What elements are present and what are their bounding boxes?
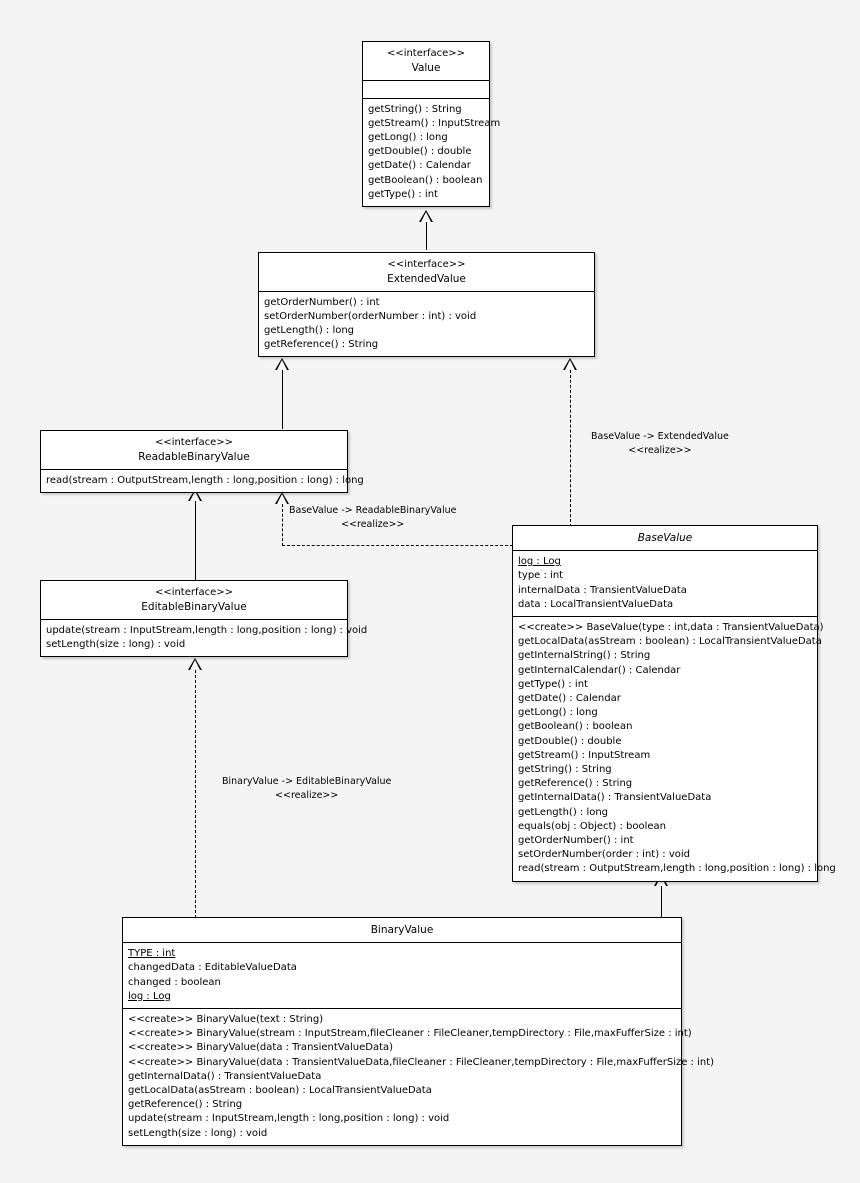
- edge-line-vertical: [282, 504, 283, 546]
- class-box-editablebinaryvalue[interactable]: <<interface>> EditableBinaryValue update…: [40, 580, 368, 658]
- attribute-item: changed : boolean: [128, 976, 221, 988]
- method-item: setOrderNumber(orderNumber : int) : void: [264, 310, 477, 322]
- method-item: setLength(size : long) : void: [128, 1127, 268, 1139]
- class-name: BaseValue: [637, 532, 693, 544]
- edge-line: [426, 222, 427, 250]
- edge-line: [661, 886, 662, 919]
- class-box-readablebinaryvalue[interactable]: <<interface>> ReadableBinaryValue read(s…: [40, 430, 364, 493]
- method-item: getOrderNumber() : int: [518, 835, 634, 847]
- method-item: getBoolean() : boolean: [518, 721, 633, 733]
- method-item: update(stream : InputStream,length : lon…: [46, 624, 368, 636]
- method-item: getDate() : Calendar: [518, 693, 621, 704]
- method-item: <<create>> BaseValue(type : int,data : T…: [518, 621, 824, 633]
- methods-compartment-readablebinaryvalue: read(stream : OutputStream,length : long…: [41, 468, 364, 492]
- method-item: getInternalData() : TransientValueData: [518, 792, 712, 804]
- method-item: getDouble() : double: [368, 146, 472, 158]
- class-stereotype: <<interface>>: [386, 48, 466, 59]
- method-item: getLocalData(asStream : boolean) : Local…: [518, 636, 822, 648]
- method-item: getLength() : long: [518, 806, 609, 818]
- method-item: getLocalData(asStream : boolean) : Local…: [128, 1085, 432, 1096]
- method-item: getDouble() : double: [518, 735, 622, 747]
- edge-line: [195, 670, 196, 918]
- method-item: getInternalData() : TransientValueData: [128, 1070, 322, 1082]
- class-name: Value: [411, 61, 441, 74]
- class-header-binaryvalue: BinaryValue: [123, 918, 681, 942]
- methods-compartment-basevalue: <<create>> BaseValue(type : int,data : T…: [513, 615, 836, 881]
- method-item: setOrderNumber(order : int) : void: [518, 849, 690, 861]
- edge-label-basevalue-to-extendedvalue: BaseValue -> ExtendedValue <<realize>>: [591, 431, 729, 456]
- methods-compartment-extendedvalue: getOrderNumber() : int setOrderNumber(or…: [259, 290, 594, 357]
- method-item: getType() : int: [368, 188, 438, 200]
- attribute-item: data : LocalTransientValueData: [518, 598, 674, 610]
- method-item: getBoolean() : boolean: [368, 174, 483, 186]
- class-name: EditableBinaryValue: [141, 600, 247, 613]
- method-item: getInternalCalendar() : Calendar: [518, 664, 681, 676]
- method-item: getReference() : String: [264, 339, 379, 351]
- method-item: setLength(size : long) : void: [46, 638, 186, 650]
- edge-label-basevalue-to-readablebinaryvalue: BaseValue -> ReadableBinaryValue <<reali…: [289, 505, 457, 530]
- attribute-item: log : Log: [518, 556, 561, 568]
- method-item: equals(obj : Object) : boolean: [518, 820, 667, 832]
- edge-line: [195, 501, 196, 580]
- method-item: getString() : String: [518, 764, 612, 776]
- edge-label-binaryvalue-to-editablebinaryvalue: BinaryValue -> EditableBinaryValue <<rea…: [222, 776, 392, 801]
- method-item: read(stream : OutputStream,length : long…: [518, 863, 836, 875]
- method-item: getDate() : Calendar: [368, 160, 471, 172]
- method-item: <<create>> BinaryValue(data : TransientV…: [128, 1042, 394, 1054]
- attribute-item: TYPE : int: [128, 948, 176, 960]
- class-name: ReadableBinaryValue: [138, 450, 250, 463]
- class-box-basevalue[interactable]: BaseValue log : Log type : int internalD…: [512, 525, 836, 882]
- attributes-compartment-value: [363, 79, 489, 98]
- class-stereotype: <<interface>>: [154, 587, 234, 598]
- attributes-compartment-binaryvalue: TYPE : int changedData : EditableValueDa…: [123, 942, 681, 1008]
- method-item: getLong() : long: [368, 132, 448, 144]
- method-item: getInternalString() : String: [518, 650, 651, 662]
- attribute-item: type : int: [518, 570, 564, 582]
- method-item: getReference() : String: [128, 1099, 243, 1111]
- edge-line: [282, 370, 283, 429]
- class-name: ExtendedValue: [387, 272, 466, 285]
- method-item: read(stream : OutputStream,length : long…: [46, 474, 364, 486]
- attribute-item: internalData : TransientValueData: [518, 584, 687, 596]
- method-item: getStream() : InputStream: [368, 117, 501, 129]
- method-item: getLong() : long: [518, 707, 598, 719]
- methods-compartment-binaryvalue: <<create>> BinaryValue(text : String) <<…: [123, 1007, 715, 1145]
- method-item: getString() : String: [368, 103, 462, 115]
- class-header-extendedvalue: <<interface>> ExtendedValue: [259, 253, 594, 291]
- method-item: getLength() : long: [264, 325, 355, 337]
- methods-compartment-editablebinaryvalue: update(stream : InputStream,length : lon…: [41, 618, 368, 656]
- methods-compartment-value: getString() : String getStream() : Input…: [363, 97, 501, 206]
- class-stereotype: <<interface>>: [154, 437, 234, 448]
- class-header-readablebinaryvalue: <<interface>> ReadableBinaryValue: [41, 431, 347, 469]
- class-stereotype: <<interface>>: [387, 259, 466, 270]
- method-item: getType() : int: [518, 678, 588, 690]
- method-item: getReference() : String: [518, 778, 633, 790]
- method-item: getStream() : InputStream: [518, 749, 651, 761]
- method-item: update(stream : InputStream,length : lon…: [128, 1113, 450, 1125]
- class-header-value: <<interface>> Value: [363, 42, 489, 80]
- method-item: <<create>> BinaryValue(data : TransientV…: [128, 1056, 715, 1068]
- class-box-extendedvalue[interactable]: <<interface>> ExtendedValue getOrderNumb…: [258, 252, 595, 358]
- class-box-value[interactable]: <<interface>> Value getString() : String…: [362, 41, 501, 208]
- method-item: <<create>> BinaryValue(text : String): [128, 1013, 324, 1025]
- method-item: getOrderNumber() : int: [264, 296, 380, 308]
- attributes-compartment-basevalue: log : Log type : int internalData : Tran…: [513, 550, 817, 616]
- method-item: <<create>> BinaryValue(stream : InputStr…: [128, 1028, 692, 1040]
- class-header-editablebinaryvalue: <<interface>> EditableBinaryValue: [41, 581, 347, 619]
- attribute-item: log : Log: [128, 990, 171, 1002]
- class-name: BinaryValue: [370, 924, 434, 936]
- attribute-item: changedData : EditableValueData: [128, 962, 297, 974]
- edge-line: [570, 370, 571, 527]
- edge-line-horizontal: [282, 545, 513, 546]
- class-header-basevalue: BaseValue: [513, 526, 817, 550]
- class-box-binaryvalue[interactable]: BinaryValue TYPE : int changedData : Edi…: [122, 917, 715, 1146]
